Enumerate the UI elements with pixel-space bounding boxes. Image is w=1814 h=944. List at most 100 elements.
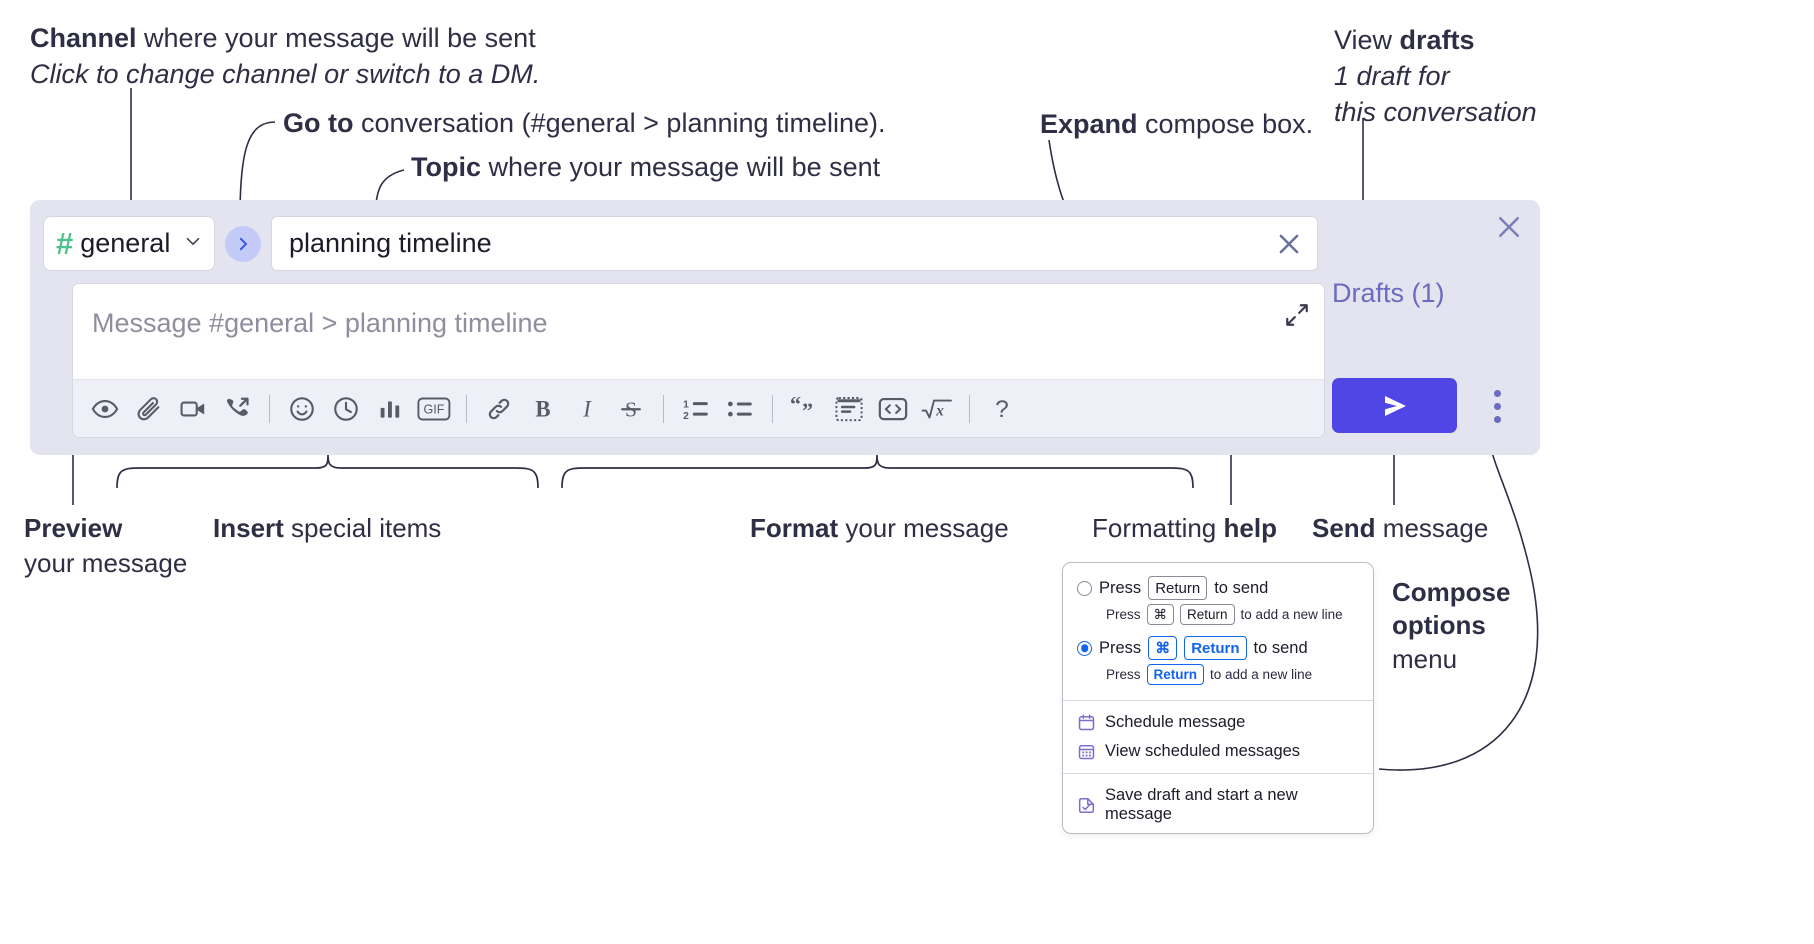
message-input-box[interactable]: Message #general > planning timeline [72, 283, 1325, 438]
svg-text:“: “ [790, 395, 801, 417]
strikethrough-icon[interactable]: S [609, 387, 653, 431]
key-return: Return [1180, 604, 1235, 625]
calendar-grid-icon [1077, 742, 1096, 761]
key-cmd: ⌘ [1148, 636, 1178, 660]
kebab-dot [1493, 402, 1501, 410]
topic-input[interactable] [287, 227, 1269, 260]
svg-text:1: 1 [683, 399, 689, 410]
huddle-icon[interactable] [215, 387, 259, 431]
opt1-sub-pre: Press [1106, 607, 1141, 622]
compose-header-row: # general [43, 216, 1318, 271]
message-placeholder: Message #general > planning timeline [92, 308, 548, 338]
link-icon[interactable] [477, 387, 521, 431]
clear-topic-icon[interactable] [1269, 224, 1309, 264]
menu-item-save-draft[interactable]: Save draft and start a new message [1063, 781, 1373, 829]
toolbar-divider [269, 394, 270, 423]
svg-text:x: x [935, 402, 944, 419]
compose-options-menu: Press Return to send Press ⌘ Return to a… [1062, 562, 1374, 834]
annotation-preview: Preview your message [24, 511, 187, 581]
annotation-send: Send message [1312, 511, 1488, 546]
annotation-channel-italic: Click to change channel or switch to a D… [30, 59, 541, 90]
annotation-format: Format your message [750, 511, 1009, 546]
calendar-icon [1077, 713, 1096, 732]
annotation-insert-bold: Insert [213, 513, 284, 543]
video-icon[interactable] [171, 387, 215, 431]
annotation-compose-options: Compose options menu [1392, 576, 1510, 676]
svg-text:2: 2 [683, 410, 689, 421]
annotation-expand: Expand compose box. [1040, 106, 1313, 142]
annotation-goto: Go to conversation (#general > planning … [283, 105, 886, 141]
menu-item-label: View scheduled messages [1105, 742, 1301, 760]
topic-field[interactable] [271, 216, 1318, 271]
ordered-list-icon[interactable]: 1 2 [674, 387, 718, 431]
gif-icon[interactable]: GIF [412, 387, 456, 431]
annotation-insert-rest: special items [283, 513, 442, 543]
blockquote-icon[interactable]: “ ” [783, 387, 827, 431]
key-return: Return [1148, 576, 1208, 600]
annotation-drafts-italic2: this conversation [1334, 97, 1537, 128]
close-icon[interactable] [1492, 210, 1526, 244]
svg-text:”: ” [802, 398, 813, 423]
preview-icon[interactable] [83, 387, 127, 431]
goto-conversation-button[interactable] [225, 225, 261, 262]
annotation-drafts: View drafts 1 draft for this conversatio… [1334, 22, 1537, 131]
italic-icon[interactable]: I [565, 387, 609, 431]
channel-selector[interactable]: # general [43, 216, 215, 271]
annotation-topic-rest: where your message will be sent [481, 152, 881, 182]
svg-text:GIF: GIF [424, 402, 445, 416]
menu-item-schedule-message[interactable]: Schedule message [1063, 708, 1373, 737]
chevron-down-icon [182, 230, 204, 257]
annotation-expand-rest: compose box. [1137, 109, 1314, 139]
menu-item-label: Schedule message [1105, 713, 1246, 731]
opt1-sub-post: to add a new line [1240, 607, 1343, 622]
radio-return[interactable] [1077, 580, 1092, 596]
kebab-dot [1493, 415, 1501, 423]
send-option-return[interactable]: Press Return to send Press ⌘ Return to a… [1063, 573, 1373, 633]
clock-icon[interactable] [324, 387, 368, 431]
drafts-link[interactable]: Drafts (1) [1332, 278, 1445, 308]
code-block-icon[interactable] [827, 387, 871, 431]
emoji-icon[interactable] [280, 387, 324, 431]
menu-item-view-scheduled-messages[interactable]: View scheduled messages [1063, 737, 1373, 766]
attachment-icon[interactable] [127, 387, 171, 431]
annotation-drafts-italic1: 1 draft for [1334, 61, 1450, 92]
send-button[interactable] [1332, 378, 1457, 433]
toolbar-divider [663, 394, 664, 423]
annotation-compose-bold2: options [1392, 610, 1486, 641]
svg-text:B: B [535, 396, 550, 421]
poll-icon[interactable] [368, 387, 412, 431]
toolbar-divider [466, 394, 467, 423]
opt2-sub-post: to add a new line [1210, 667, 1313, 682]
annotation-channel: Channel where your message will be sent … [30, 20, 540, 92]
save-draft-icon [1077, 796, 1096, 815]
hash-icon: # [56, 226, 74, 261]
expand-icon[interactable] [1280, 298, 1314, 332]
annotation-help: Formatting help [1092, 511, 1277, 546]
menu-divider [1063, 773, 1373, 774]
bold-icon[interactable]: B [521, 387, 565, 431]
code-icon[interactable] [871, 387, 915, 431]
help-icon[interactable]: ? [980, 387, 1024, 431]
svg-text:?: ? [995, 395, 1009, 422]
radio-cmd-return[interactable] [1077, 640, 1092, 656]
key-cmd: ⌘ [1146, 604, 1175, 625]
send-option-cmd-return[interactable]: Press ⌘ Return to send Press Return to a… [1063, 633, 1373, 693]
opt2-pre: Press [1099, 638, 1142, 657]
opt2-sub-pre: Press [1106, 667, 1141, 682]
annotation-preview-bold: Preview [24, 513, 123, 543]
formatting-toolbar: GIF B I [73, 379, 1324, 437]
annotation-goto-bold: Go to [283, 108, 354, 138]
annotation-drafts-bold: drafts [1399, 25, 1475, 55]
annotation-insert: Insert special items [213, 511, 441, 546]
annotation-send-rest: message [1375, 513, 1489, 543]
compose-options-button[interactable] [1482, 385, 1512, 427]
key-return: Return [1146, 664, 1205, 685]
annotation-preview-line2: your message [24, 547, 188, 578]
annotation-goto-rest: conversation (#general > planning timeli… [353, 108, 886, 138]
annotation-topic: Topic where your message will be sent [411, 149, 880, 185]
annotation-compose-bold1: Compose [1392, 577, 1511, 607]
bulleted-list-icon[interactable] [718, 387, 762, 431]
math-icon[interactable]: x [915, 387, 959, 431]
